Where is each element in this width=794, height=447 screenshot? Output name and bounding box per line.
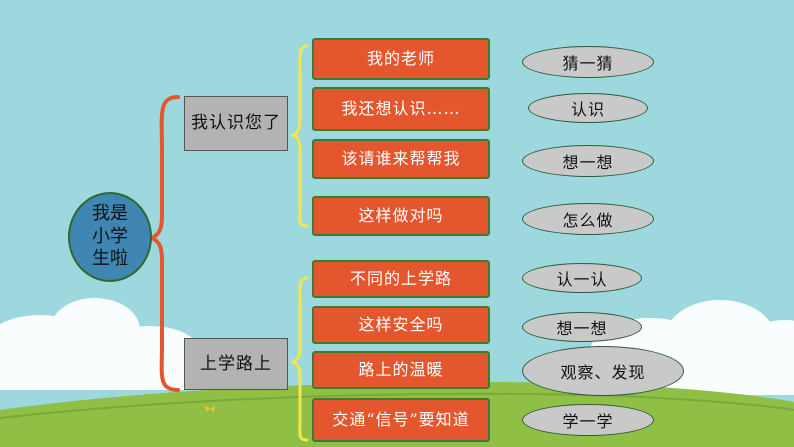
- activity-node: 怎么做: [522, 203, 654, 235]
- activity-label: 观察、发现: [560, 363, 646, 382]
- lesson-node: 交通“信号”要知道: [312, 398, 490, 442]
- activity-label: 认一认: [556, 270, 608, 289]
- cloud-left-icon: [0, 298, 210, 390]
- activity-label: 怎么做: [562, 211, 614, 230]
- unit-label: 我认识您了: [191, 113, 281, 134]
- activity-label: 想一想: [562, 153, 614, 172]
- lesson-label: 这样做对吗: [358, 205, 444, 225]
- activity-node: 观察、发现: [522, 346, 684, 396]
- butterfly-icon: [205, 405, 215, 412]
- lesson-label: 我的老师: [366, 48, 435, 68]
- activity-node: 认识: [528, 93, 648, 123]
- unit1-brace: [289, 44, 309, 228]
- activity-node: 学一学: [522, 404, 654, 436]
- lesson-node: 我的老师: [312, 38, 490, 80]
- lesson-node: 我还想认识……: [312, 87, 490, 131]
- lesson-label: 这样安全吗: [358, 314, 444, 334]
- activity-node: 认一认: [522, 263, 642, 293]
- unit2-brace: [289, 276, 309, 442]
- lesson-node: 不同的上学路: [312, 260, 490, 298]
- activity-node: 想一想: [522, 145, 654, 177]
- unit-label: 上学路上: [200, 353, 272, 374]
- lesson-label: 不同的上学路: [349, 268, 452, 288]
- activity-node: 想一想: [522, 312, 642, 342]
- unit-node-1: 我认识您了: [184, 96, 288, 151]
- lesson-node: 该请谁来帮帮我: [312, 139, 490, 179]
- unit-node-2: 上学路上: [184, 338, 288, 390]
- lesson-label: 交通“信号”要知道: [332, 409, 470, 429]
- lesson-node: 这样安全吗: [312, 306, 490, 344]
- lesson-label: 我还想认识……: [341, 98, 461, 118]
- lesson-label: 路上的温暖: [358, 359, 444, 379]
- root-label: 我是小学生啦: [92, 203, 128, 270]
- lesson-node: 这样做对吗: [312, 196, 490, 236]
- lesson-label: 该请谁来帮帮我: [341, 148, 461, 168]
- lesson-node: 路上的温暖: [312, 351, 490, 389]
- activity-label: 认识: [570, 100, 605, 119]
- activity-label: 猜一猜: [562, 54, 614, 73]
- root-brace: [147, 95, 180, 392]
- activity-label: 想一想: [556, 319, 608, 338]
- activity-label: 学一学: [562, 412, 614, 431]
- activity-node: 猜一猜: [522, 46, 654, 78]
- root-node: 我是小学生啦: [68, 192, 152, 282]
